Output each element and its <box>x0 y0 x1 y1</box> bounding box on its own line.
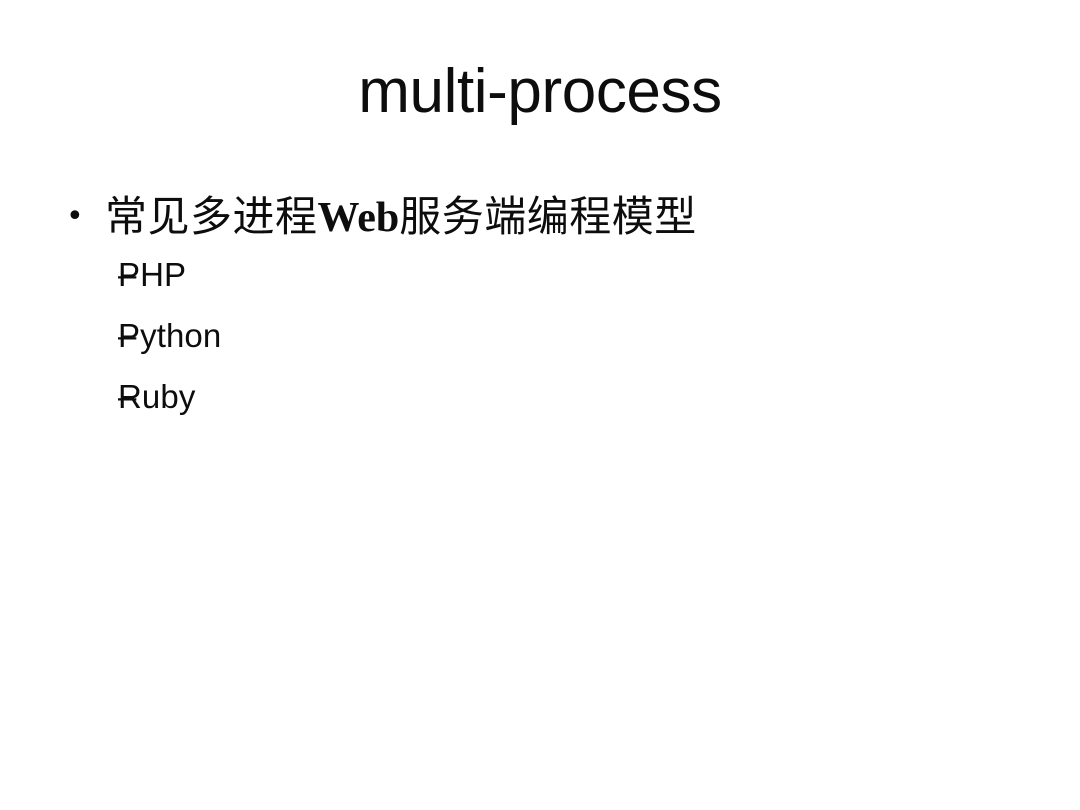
bullet-level1: • 常见多进程Web服务端编程模型 <box>60 188 1020 247</box>
sub-bullet-ruby: – Ruby <box>60 375 1020 436</box>
sub-bullet-label: Ruby <box>118 378 196 415</box>
sub-bullet-php: – PHP <box>60 253 1020 314</box>
bullet-level1-text: 常见多进程Web服务端编程模型 <box>105 188 1020 247</box>
bullet-text-latin-web: Web <box>317 195 400 241</box>
bullet-text-cjk-lead: 常见多进程 <box>105 192 318 241</box>
sub-bullet-list: – PHP – Python – Ruby <box>60 253 1020 436</box>
dash-marker-icon: – <box>118 317 137 354</box>
dash-marker-icon: – <box>118 256 137 293</box>
slide-title: multi-process <box>358 57 722 126</box>
bullet-dot-icon: • <box>66 199 84 234</box>
bullet-text-cjk-tail: 服务端编程模型 <box>399 192 697 241</box>
sub-bullet-python: – Python <box>60 314 1020 375</box>
sub-bullet-label: PHP <box>118 256 187 293</box>
sub-bullet-label: Python <box>118 317 222 354</box>
dash-marker-icon: – <box>118 378 137 415</box>
slide-body: • 常见多进程Web服务端编程模型 – PHP – Python – Ruby <box>60 188 1020 436</box>
